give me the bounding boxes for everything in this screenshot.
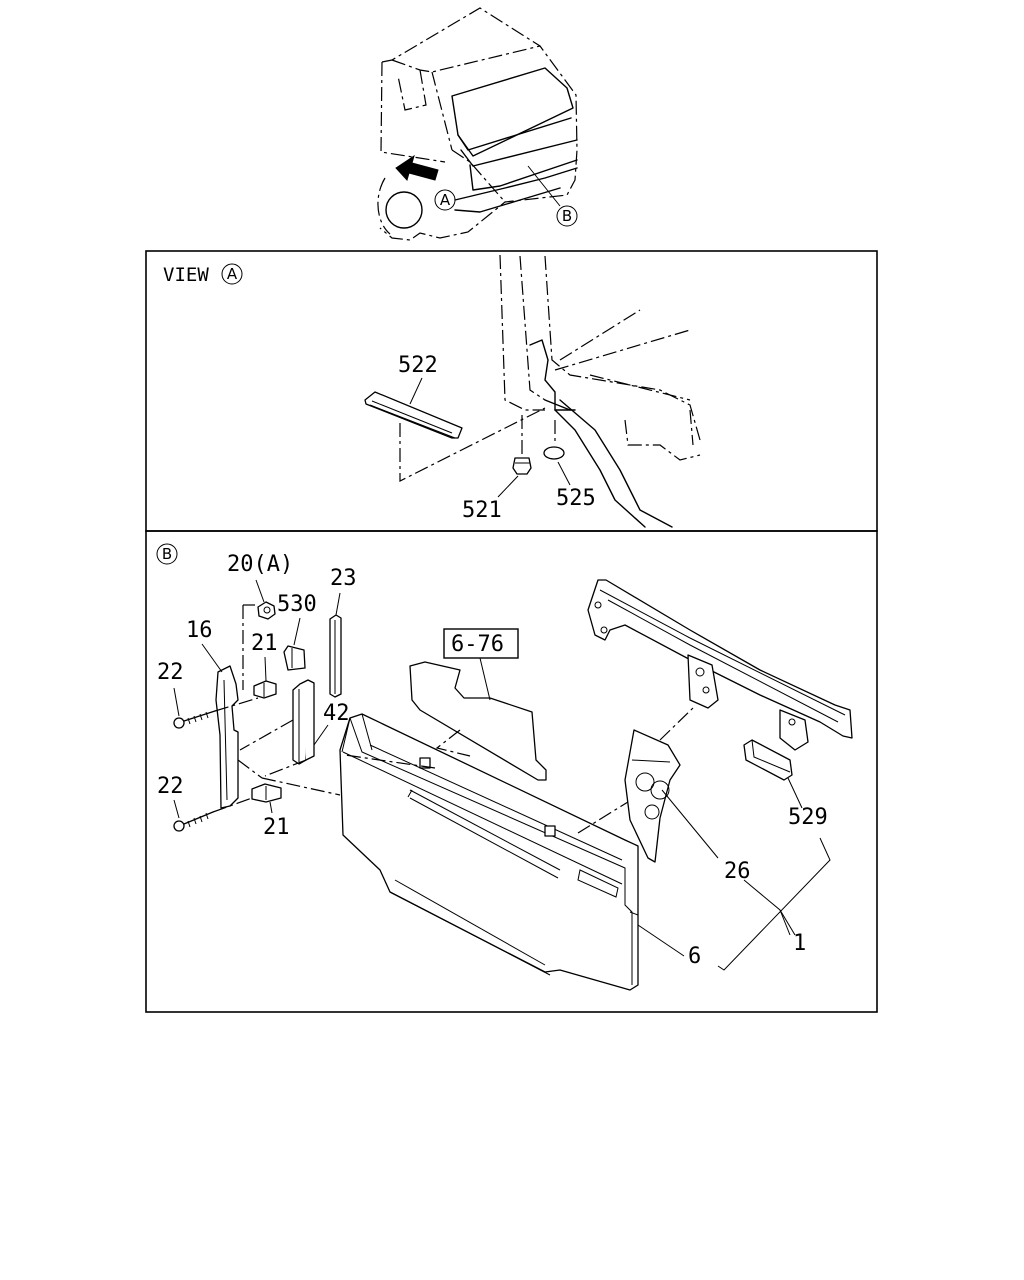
label-21-top: 21 [251,631,278,656]
label-20a: 20(A) [227,552,293,577]
label-522: 522 [398,353,438,378]
view-a-marker: A [227,265,238,283]
view-arrow-icon [395,154,439,181]
label-521: 521 [462,498,502,523]
label-525: 525 [556,486,596,511]
label-23: 23 [330,566,357,591]
cab-overview: A B [377,7,578,241]
view-b-marker: B [162,545,172,563]
label-16: 16 [186,618,213,643]
label-21-bottom: 21 [263,815,290,840]
view-b-panel: B 20(A) 530 23 16 21 21 [145,530,878,1013]
upper-frame [587,579,853,751]
view-a-panel: VIEW A 522 521 525 [145,250,878,532]
label-22-top: 22 [157,660,184,685]
callout-a-overview: A [440,191,451,209]
label-6-76: 6-76 [451,632,504,657]
label-6: 6 [688,944,701,969]
screw-bottom [173,811,214,832]
label-1: 1 [793,931,806,956]
label-26: 26 [724,859,751,884]
label-42: 42 [323,701,350,726]
screw-top [173,710,216,729]
label-529: 529 [788,805,828,830]
label-530: 530 [277,592,317,617]
view-a-title: VIEW [163,264,209,286]
label-22-bottom: 22 [157,774,184,799]
callout-b-overview: B [562,207,572,225]
front-panel [339,713,639,991]
